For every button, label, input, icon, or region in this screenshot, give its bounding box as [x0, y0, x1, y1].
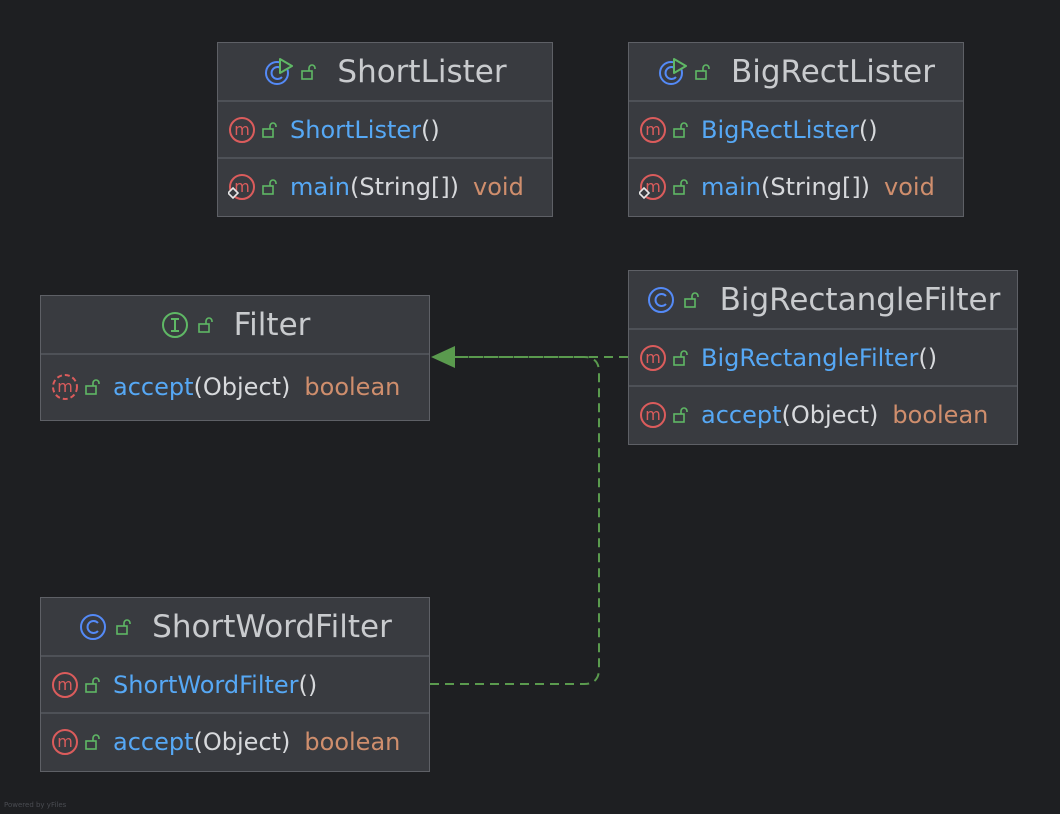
- member-row[interactable]: m accept(Object) boolean: [629, 387, 1017, 442]
- member-row[interactable]: m ShortWordFilter(): [41, 657, 429, 714]
- member-name: ShortWordFilter: [113, 670, 299, 699]
- interface-icon: [161, 311, 188, 338]
- class-header-big-rectangle-filter[interactable]: BigRectangleFilter: [629, 271, 1017, 330]
- member-row[interactable]: m BigRectangleFilter(): [629, 330, 1017, 387]
- svg-text:m: m: [645, 405, 661, 424]
- public-lock-icon: [116, 618, 131, 635]
- public-lock-icon: [301, 63, 317, 80]
- class-header-filter[interactable]: Filter: [41, 296, 429, 355]
- member-row[interactable]: m ShortLister(): [218, 102, 552, 159]
- public-lock-icon: [695, 63, 710, 80]
- static-method-icon: m: [639, 173, 666, 200]
- class-header-big-rect-lister[interactable]: BigRectLister: [629, 43, 963, 102]
- member-row[interactable]: m BigRectLister(): [629, 102, 963, 159]
- static-method-icon: m: [228, 173, 255, 200]
- public-lock-icon: [683, 291, 699, 308]
- member-name: main: [290, 172, 350, 201]
- member-name: BigRectLister: [701, 115, 859, 144]
- svg-text:m: m: [645, 120, 661, 139]
- member-name: accept: [701, 400, 782, 429]
- member-return-type: boolean: [892, 400, 989, 429]
- class-box-short-lister[interactable]: ShortLister m ShortLister() m main(Strin…: [217, 42, 553, 217]
- public-lock-icon: [85, 379, 100, 395]
- public-lock-icon: [197, 316, 213, 333]
- watermark: Powered by yFiles: [4, 801, 67, 809]
- member-name: BigRectangleFilter: [701, 343, 919, 372]
- svg-text:m: m: [57, 377, 73, 396]
- member-name: main: [701, 172, 761, 201]
- method-icon: m: [640, 401, 666, 428]
- member-return-type: boolean: [304, 373, 401, 401]
- implements-edge-short-word-filter: [430, 356, 600, 685]
- member-params: (): [918, 343, 938, 372]
- svg-text:m: m: [645, 177, 661, 196]
- class-box-short-word-filter[interactable]: ShortWordFilter m ShortWordFilter() m ac…: [40, 597, 430, 772]
- member-return-type: void: [473, 172, 524, 201]
- class-header-short-word-filter[interactable]: ShortWordFilter: [41, 598, 429, 657]
- class-name: ShortWordFilter: [152, 608, 392, 645]
- abstract-method-icon: m: [52, 374, 78, 400]
- svg-text:m: m: [57, 675, 73, 694]
- member-params: (): [298, 670, 318, 699]
- main-class-icon: [659, 57, 687, 85]
- member-return-type: boolean: [304, 727, 401, 756]
- method-icon: m: [229, 116, 255, 143]
- method-icon: m: [640, 116, 666, 143]
- class-name: BigRectangleFilter: [719, 281, 1001, 318]
- public-lock-icon: [262, 178, 277, 195]
- public-lock-icon: [673, 349, 688, 366]
- member-params: (Object): [781, 400, 879, 429]
- main-class-icon: [265, 57, 294, 85]
- svg-text:m: m: [57, 732, 73, 751]
- public-lock-icon: [673, 121, 688, 138]
- class-name: ShortLister: [337, 53, 507, 90]
- member-params: (Object): [193, 727, 291, 756]
- member-name: accept: [113, 727, 194, 756]
- svg-text:m: m: [234, 120, 250, 139]
- class-header-short-lister[interactable]: ShortLister: [218, 43, 552, 102]
- member-name: accept: [113, 373, 194, 401]
- member-params: (String[]): [760, 172, 871, 201]
- public-lock-icon: [85, 733, 100, 750]
- class-box-big-rectangle-filter[interactable]: BigRectangleFilter m BigRectangleFilter(…: [628, 270, 1018, 445]
- member-return-type: void: [884, 172, 935, 201]
- member-params: (): [421, 115, 440, 144]
- member-name: ShortLister: [290, 115, 421, 144]
- public-lock-icon: [85, 676, 100, 693]
- svg-text:m: m: [645, 348, 661, 367]
- class-name: Filter: [233, 306, 311, 343]
- method-icon: m: [52, 671, 78, 698]
- method-icon: m: [52, 728, 78, 755]
- class-box-filter[interactable]: Filter m accept(Object) boolean: [40, 295, 430, 421]
- implements-arrowhead: [431, 346, 455, 368]
- public-lock-icon: [673, 406, 688, 423]
- public-lock-icon: [262, 121, 277, 138]
- class-icon: [80, 613, 107, 640]
- member-row[interactable]: m main(String[]) void: [629, 159, 963, 214]
- public-lock-icon: [673, 178, 688, 195]
- svg-text:m: m: [234, 177, 250, 196]
- member-params: (): [858, 115, 878, 144]
- member-row[interactable]: m main(String[]) void: [218, 159, 552, 214]
- class-icon: [647, 286, 674, 313]
- class-name: BigRectLister: [731, 53, 935, 90]
- member-params: (String[]): [349, 172, 460, 201]
- method-icon: m: [640, 344, 666, 371]
- member-params: (Object): [193, 373, 291, 401]
- member-row[interactable]: m accept(Object) boolean: [41, 355, 429, 419]
- member-row[interactable]: m accept(Object) boolean: [41, 714, 429, 769]
- class-box-big-rect-lister[interactable]: BigRectLister m BigRectLister() m main(S…: [628, 42, 964, 217]
